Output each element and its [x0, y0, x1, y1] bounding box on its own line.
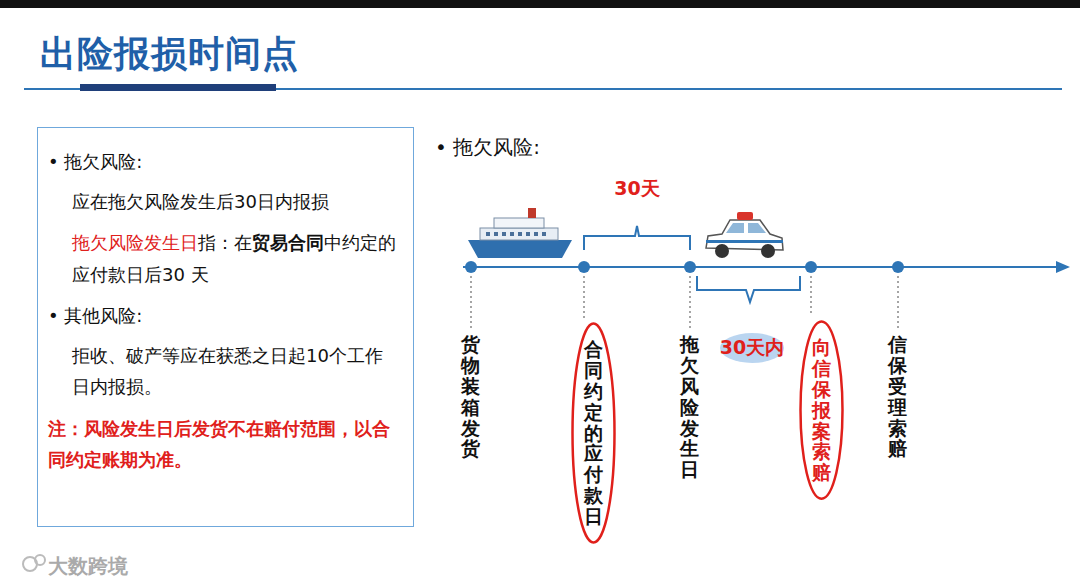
- panel-text: • 拖欠风险:: [48, 151, 142, 172]
- panel-text: • 其他风险:: [48, 305, 142, 326]
- timeline-label: 信保受理索赔: [888, 334, 907, 459]
- timeline-label: 货物装箱发货: [461, 334, 480, 459]
- panel-paragraph: • 拖欠风险:: [48, 146, 399, 178]
- duration-label: 30天内: [720, 335, 784, 361]
- watermark: 大数跨境: [48, 553, 128, 580]
- vertical-text: 合同约定的应付款日: [584, 339, 603, 527]
- timeline-arrow: [1056, 261, 1070, 273]
- timeline-axis: [463, 266, 1062, 268]
- vertical-text: 向信保报案索赔: [812, 337, 831, 483]
- panel-paragraph: 注：风险发生日后发货不在赔付范围，以合同约定账期为准。: [48, 413, 399, 476]
- watermark-logo: [23, 555, 45, 571]
- title-underline: [80, 84, 276, 91]
- panel-text: 拒收、破产等应在获悉之日起10个工作日内报损。: [72, 345, 383, 398]
- top-bar: [0, 0, 1080, 8]
- page-title: 出险报损时间点: [40, 30, 299, 79]
- ellipse-shape: [572, 324, 614, 543]
- ellipse-node: 向信保报案索赔: [799, 320, 844, 500]
- highlight-smudge: [720, 333, 784, 363]
- panel-text: 注：风险发生日后发货不在赔付范围，以合同约定账期为准。: [48, 418, 390, 471]
- panel-paragraph: 应在拖欠风险发生后30日内报损: [48, 186, 399, 218]
- panel-paragraph: 拒收、破产等应在获悉之日起10个工作日内报损。: [48, 340, 399, 403]
- panel-text: 指：在: [198, 232, 252, 253]
- panel-text: 贸易合同: [252, 232, 324, 253]
- bottom-brace: [697, 276, 800, 302]
- top-brace: [584, 226, 690, 250]
- police-car-icon: [706, 212, 783, 258]
- panel-paragraph: • 其他风险:: [48, 300, 399, 332]
- ship-icon: [468, 208, 572, 258]
- panel-text: 应在拖欠风险发生后30日内报损: [72, 191, 329, 212]
- panel-text: 拖欠风险发生日: [72, 232, 198, 253]
- duration-label: 30天: [614, 176, 659, 202]
- ellipse-node: 合同约定的应付款日: [571, 322, 616, 544]
- dotted-leaders: [471, 276, 898, 328]
- info-panel: • 拖欠风险: 应在拖欠风险发生后30日内报损拖欠风险发生日指：在贸易合同中约定的…: [37, 127, 414, 527]
- timeline-dots: [465, 261, 904, 273]
- panel-paragraph: 拖欠风险发生日指：在贸易合同中约定的应付款日后30 天: [48, 227, 399, 290]
- timeline-label: 拖欠风险发生日: [680, 334, 699, 480]
- section-heading: • 拖欠风险:: [435, 134, 540, 161]
- ellipse-shape: [800, 322, 842, 499]
